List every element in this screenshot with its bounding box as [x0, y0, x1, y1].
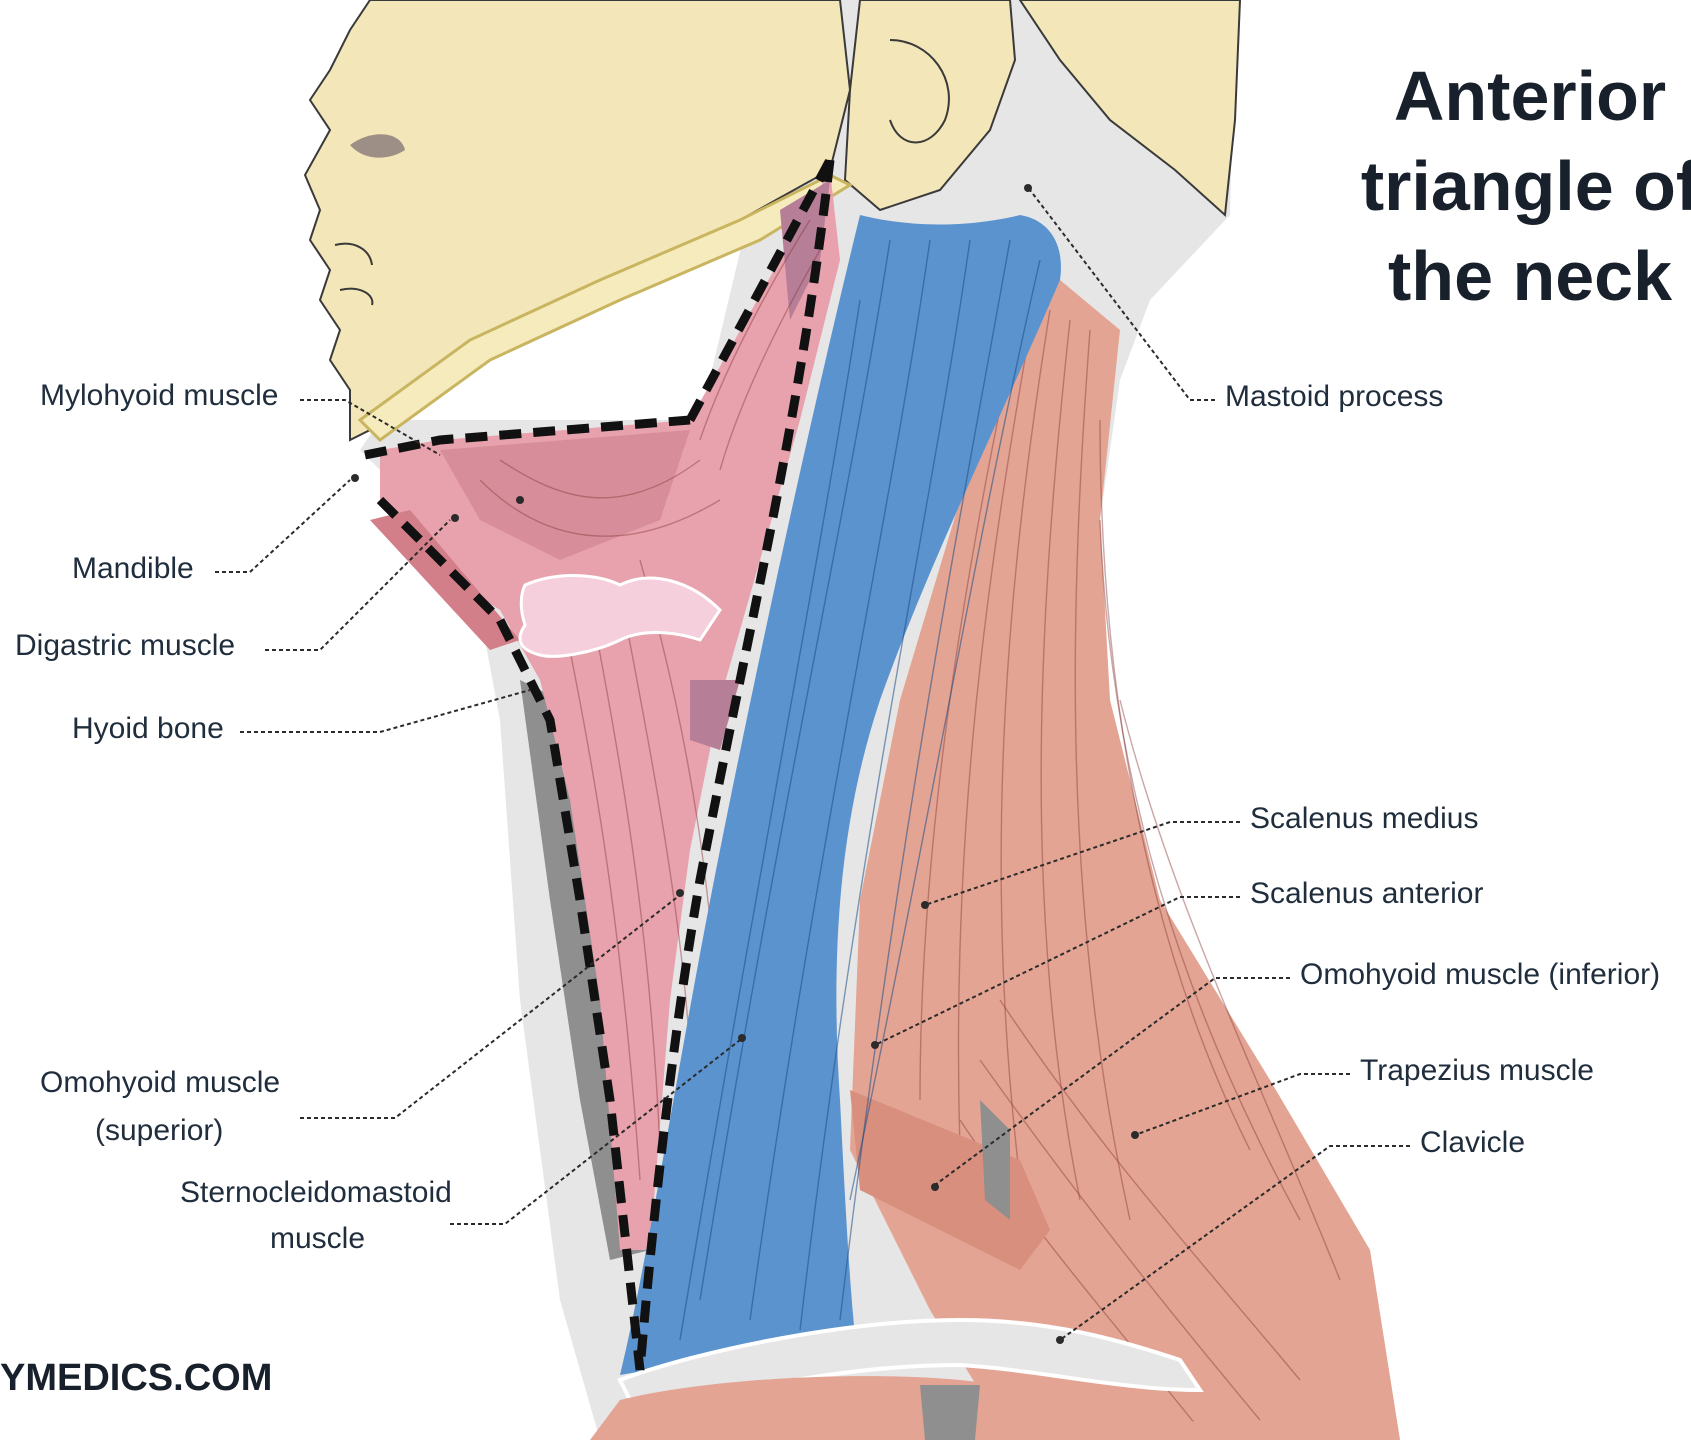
title-line-3: the neck — [1388, 237, 1672, 315]
label-clavicle: Clavicle — [1420, 1126, 1525, 1159]
label-mastoid: Mastoid process — [1225, 380, 1443, 413]
label-scalenus-anterior: Scalenus anterior — [1250, 877, 1483, 910]
title-line-2: triangle of — [1361, 147, 1691, 225]
label-omohyoid-inferior: Omohyoid muscle (inferior) — [1300, 958, 1660, 991]
label-omohyoid-superior-2: (superior) — [95, 1114, 223, 1147]
label-scalenus-medius: Scalenus medius — [1250, 802, 1478, 835]
label-omohyoid-superior-1: Omohyoid muscle — [40, 1066, 280, 1099]
label-scm-2: muscle — [270, 1222, 365, 1255]
label-scm-1: Sternocleidomastoid — [180, 1176, 452, 1209]
title-line-1: Anterior — [1394, 57, 1666, 135]
label-trapezius: Trapezius muscle — [1360, 1054, 1594, 1087]
label-mylohyoid: Mylohyoid muscle — [40, 379, 278, 412]
lower-grey-gap — [920, 1385, 980, 1440]
label-digastric: Digastric muscle — [15, 629, 235, 662]
label-hyoid: Hyoid bone — [72, 712, 224, 745]
label-mandible: Mandible — [72, 552, 194, 585]
watermark: YMEDICS.COM — [0, 1357, 272, 1399]
diagram-title: Anterior triangle of the neck — [1361, 57, 1691, 315]
